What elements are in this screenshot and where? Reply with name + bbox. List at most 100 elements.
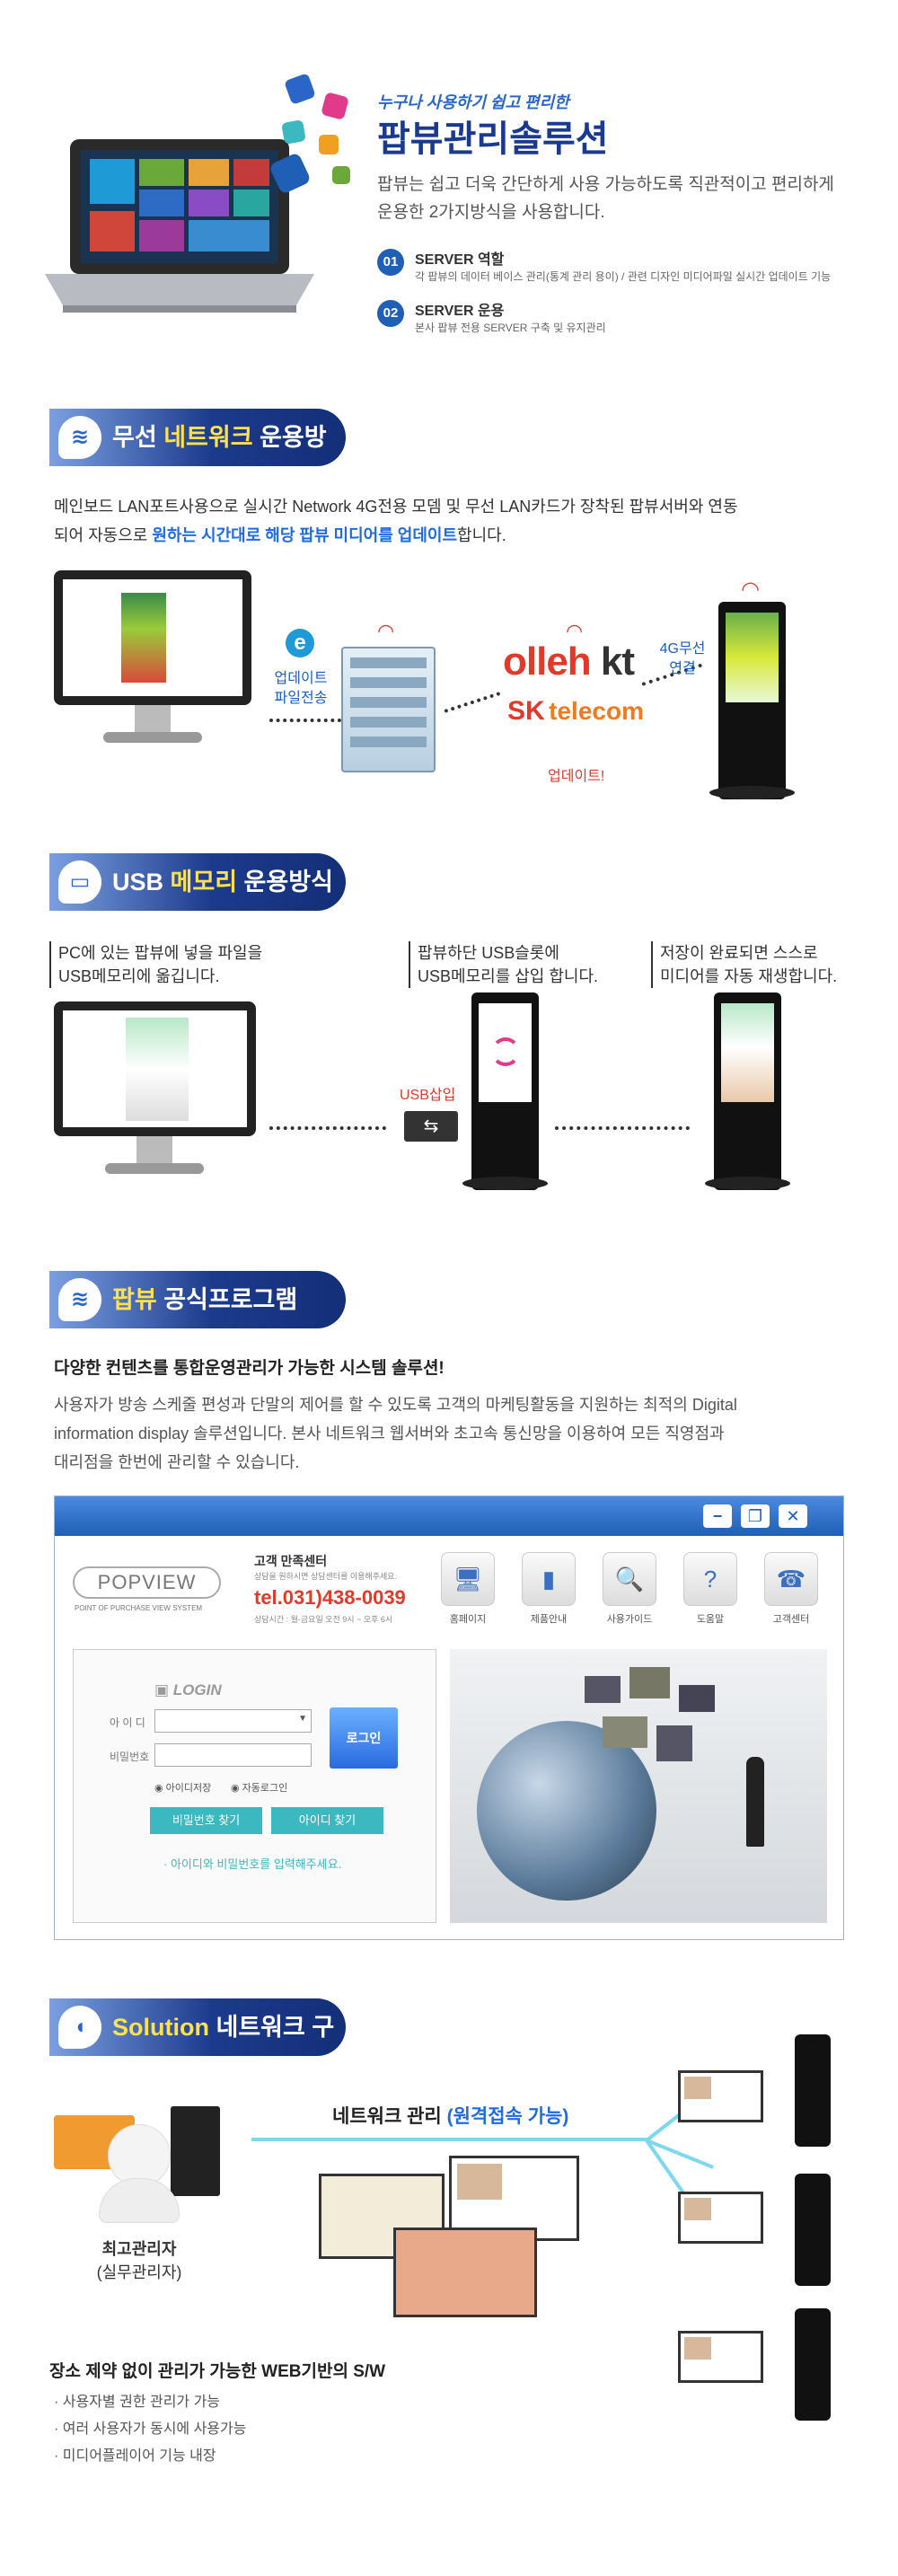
auto-login-checkbox[interactable]: ◉ 자동로그인 — [231, 1783, 288, 1794]
tel-number[interactable]: tel.031)438-0039 — [254, 1586, 406, 1609]
login-hint: · 아이디와 비밀번호를 입력해주세요. — [163, 1857, 342, 1871]
usb-step-3: 저장이 완료되면 스스로 미디어를 자동 재생합니다. — [651, 941, 867, 988]
nav-guide[interactable]: 🔍사용가이드 — [598, 1552, 661, 1626]
popview-logo[interactable]: POPVIEW — [73, 1566, 221, 1599]
network-text: 네트워크 관리 — [332, 2106, 447, 2127]
para-line: information display 솔루션입니다. 본사 네트워크 웹서버와… — [54, 1425, 725, 1442]
monitor-neck — [136, 1136, 172, 1163]
businesswoman-figure — [746, 1757, 764, 1847]
login-title: ▣ LOGIN — [154, 1681, 222, 1698]
monitor-screen — [54, 1001, 256, 1136]
para-text: 합니다. — [457, 526, 506, 544]
kiosk-display — [709, 602, 795, 799]
kiosk-display — [705, 992, 790, 1190]
kiosk-screen — [726, 613, 779, 702]
usb-section-banner: ▭ USB 메모리 운용방식 — [49, 853, 346, 911]
para-highlight: 원하는 시간대로 해당 팝뷰 미디어를 업데이트 — [152, 526, 458, 544]
kiosk-base — [709, 786, 795, 799]
screen-thumbnail — [678, 2331, 763, 2383]
list-item: · 사용자별 권한 관리가 가능 — [54, 2395, 221, 2410]
help-icon: ? — [683, 1552, 737, 1606]
id-input[interactable]: ▼ — [154, 1709, 312, 1733]
globe-hero-image — [450, 1649, 827, 1923]
globe-graphic — [477, 1721, 656, 1901]
label-line: 업데이트 — [274, 671, 328, 686]
para-line: 메인보드 LAN포트사용으로 실시간 Network 4G전용 모뎀 및 무선 … — [54, 498, 738, 516]
number-badge: 02 — [377, 300, 404, 327]
item-desc: 본사 팝뷰 전용 SERVER 구축 및 유지관리 — [415, 322, 606, 334]
solution-section-banner: ◖ Solution 네트워크 구성도 — [49, 1998, 346, 2098]
checkbox-label: 아이디저장 — [165, 1783, 212, 1794]
wireless-paragraph: 메인보드 LAN포트사용으로 실시간 Network 4G전용 모뎀 및 무선 … — [54, 492, 862, 550]
olleh-logo: olleh kt — [503, 640, 635, 684]
close-button[interactable]: ✕ — [779, 1504, 807, 1528]
admin-caption: 최고관리자 (실무관리자) — [54, 2236, 224, 2283]
password-input[interactable] — [154, 1743, 312, 1767]
banner-highlight: Solution — [112, 2014, 209, 2041]
hours-text: 상담시간 : 월-금요일 오전 9시 ~ 오후 6시 — [254, 1615, 393, 1624]
updated-label: 업데이트! — [548, 769, 605, 784]
network-line — [251, 2138, 647, 2141]
wifi-signal-icon: ◠ — [741, 578, 760, 602]
find-id-button[interactable]: 아이디 찾기 — [271, 1807, 383, 1834]
kiosk-icon: ▮ — [522, 1552, 576, 1606]
item-desc: 각 팝뷰의 데이터 베이스 관리(통계 관리 용이) / 관련 디자인 미디어파… — [415, 270, 832, 283]
network-label: 네트워크 관리 (원격접속 가능) — [332, 2102, 568, 2129]
sk-telecom-logo: SK telecom — [507, 696, 660, 727]
find-password-button[interactable]: 비밀번호 찾기 — [150, 1807, 262, 1834]
nav-label: 사용가이드 — [606, 1614, 653, 1625]
screen-thumbnail — [678, 2192, 763, 2244]
nav-products[interactable]: ▮제품안내 — [517, 1552, 580, 1626]
dotted-arrow — [444, 692, 501, 713]
hero-subtitle: 누구나 사용하기 쉽고 편리한 — [377, 93, 569, 111]
nav-help[interactable]: ? 도움말 — [679, 1552, 742, 1626]
kt-text: kt — [600, 640, 635, 684]
banner-highlight: 팝뷰 — [112, 1286, 157, 1313]
monitor-neck — [135, 705, 171, 732]
para-line: 대리점을 한번에 관리할 수 있습니다. — [54, 1453, 300, 1471]
center-title: 고객 만족센터 — [254, 1554, 328, 1568]
pc-monitor — [54, 1001, 256, 1181]
program-section-banner: ≋ 팝뷰 공식프로그램 — [49, 1271, 346, 1328]
para-text: 되어 자동으로 — [54, 526, 153, 544]
mascot-body — [99, 2178, 180, 2223]
checkbox-label: 자동로그인 — [242, 1783, 288, 1794]
save-id-checkbox[interactable]: ◉ 아이디저장 — [154, 1783, 212, 1794]
usb-step-2: 팝뷰하단 USB슬롯에 USB메모리를 삽입 합니다. — [409, 941, 624, 988]
kiosk-base — [705, 1177, 790, 1190]
pc-monitor — [54, 570, 251, 759]
admin-subtitle: (실무관리자) — [96, 2263, 182, 2281]
kiosk-screen — [721, 1003, 774, 1102]
item-title: SERVER 운용 — [415, 304, 505, 319]
step-line: PC에 있는 팝뷰에 넣을 파일을 — [58, 944, 263, 962]
kiosk-display — [795, 2034, 831, 2147]
login-button[interactable]: 로그인 — [330, 1707, 398, 1769]
banner-text: 무선 — [112, 424, 164, 451]
label-line: 4G무선 — [659, 641, 706, 657]
headset-icon: ☎ — [764, 1552, 818, 1606]
olleh-text: olleh — [503, 640, 592, 684]
label-line: 연결 — [669, 661, 696, 676]
step-line: USB메모리에 옮깁니다. — [58, 967, 220, 985]
usb-insert-label: USB삽입 — [400, 1088, 456, 1103]
nav-label: 도움말 — [696, 1614, 725, 1625]
number-badge: 01 — [377, 249, 404, 276]
admin-illustration — [54, 2088, 224, 2223]
maximize-button[interactable]: ❐ — [741, 1504, 770, 1528]
dotted-arrow — [269, 1126, 386, 1130]
id-label: 아 이 디 — [110, 1716, 145, 1729]
telecom-text: telecom — [549, 697, 644, 725]
step-line: 팝뷰하단 USB슬롯에 — [418, 944, 559, 962]
login-title-text: LOGIN — [172, 1681, 222, 1698]
nav-label: 고객센터 — [772, 1614, 810, 1625]
login-panel: ▣ LOGIN 아 이 디 ▼ 비밀번호 로그인 ◉ 아이디저장 ◉ 자동로그인… — [73, 1649, 436, 1923]
poster-thumb — [126, 1018, 189, 1121]
wifi-signal-icon: ◠ — [566, 620, 584, 642]
kiosk-base — [462, 1177, 548, 1190]
banner-text: 공식프로그램 — [156, 1286, 298, 1313]
server-rack — [341, 647, 436, 772]
nav-homepage[interactable]: 🖥홈페이지 — [436, 1552, 499, 1626]
center-desc: 상담을 원하시면 상담센터를 이용해주세요. — [254, 1572, 398, 1581]
minimize-button[interactable]: − — [703, 1504, 732, 1528]
nav-support[interactable]: ☎ 고객센터 — [760, 1552, 823, 1626]
